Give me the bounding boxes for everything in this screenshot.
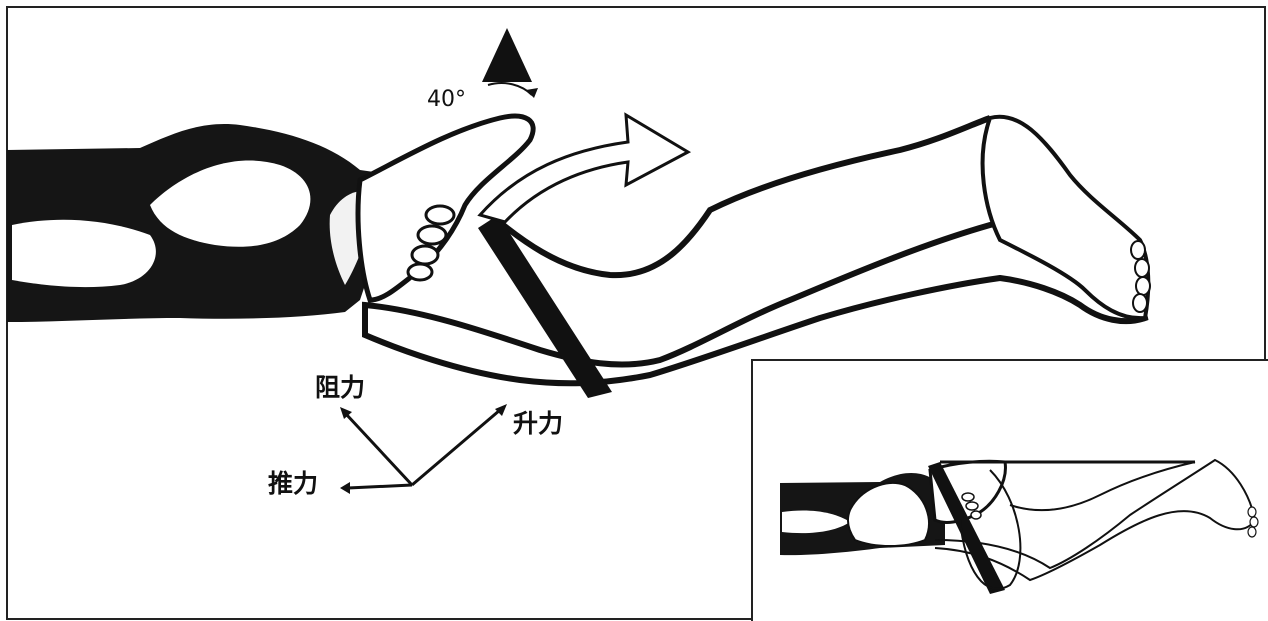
angle-arrow: [488, 83, 532, 95]
angle-arrowhead: [526, 88, 538, 98]
force-vectors: [340, 404, 507, 494]
angle-label: 40°: [427, 87, 466, 112]
inset-illustration: [752, 360, 1268, 621]
thrust-label: 推力: [268, 469, 318, 498]
angle-triangle: [482, 28, 532, 82]
torso-highlight: [12, 220, 156, 287]
drag-label: 阻力: [315, 373, 365, 402]
lift-label: 升力: [513, 409, 563, 438]
inset-toes: [1248, 507, 1258, 537]
